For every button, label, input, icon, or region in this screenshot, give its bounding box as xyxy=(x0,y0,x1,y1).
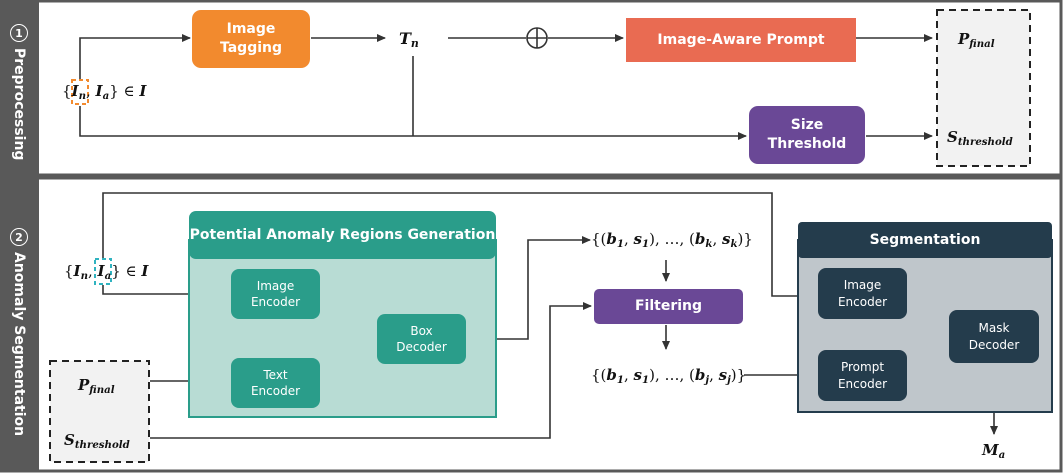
edge-sthreshold-to-filtering xyxy=(150,302,592,439)
seg-image-encoder-label: Image Encoder xyxy=(837,278,888,309)
image-tagging-box xyxy=(192,10,310,68)
s-threshold-segmentation: Sthreshold xyxy=(64,431,130,451)
section-number-2: 2 xyxy=(10,228,28,246)
preprocessing-bar xyxy=(1,1,39,175)
mask-decoder-label: Mask Decoder xyxy=(968,321,1020,352)
edge-box-decoder-to-boxes-k xyxy=(467,236,591,340)
tn-label: Tn xyxy=(399,29,419,51)
box-decoder-box xyxy=(377,314,466,364)
image-encoder-box xyxy=(231,269,320,319)
boxes-k-label: {(b1, s1), …, (bk, sk)} xyxy=(591,230,753,250)
oplus-icon xyxy=(526,27,548,49)
input-set-segmentation: {In, Ia} ∈ I xyxy=(64,262,149,282)
size-threshold-box xyxy=(749,106,865,164)
boxes-j-label: {(b1, s1), …, (bj, sj)} xyxy=(591,366,747,386)
anomaly-segmentation-label: Anomaly Segmentation xyxy=(11,252,27,437)
preprocessing-label: Preprocessing xyxy=(11,48,27,161)
filtering-label: Filtering xyxy=(634,298,703,315)
edge-input-to-tagging xyxy=(79,34,191,80)
edge-input-to-size-threshold xyxy=(79,106,747,140)
box-decoder-label: Box Decoder xyxy=(396,323,447,354)
input-set-preprocessing: {In, Ia} ∈ I xyxy=(62,82,147,102)
image-aware-prompt-box xyxy=(626,18,856,62)
In-highlight-box xyxy=(71,79,89,105)
section-number-1: 1 xyxy=(10,24,28,42)
text-encoder-box xyxy=(231,358,320,408)
parg-header xyxy=(189,211,496,259)
mask-decoder-box xyxy=(949,310,1039,363)
parg-title: Potential Anomaly Regions Generation xyxy=(189,226,496,243)
edge-ia-to-seg-image-encoder xyxy=(102,192,815,300)
text-encoder-label: Text Encoder xyxy=(250,367,301,398)
p-final-segmentation: Pfinal xyxy=(78,376,115,396)
preprocessing-output-box xyxy=(936,9,1031,167)
preprocessing-section-label: 1 Preprocessing xyxy=(10,24,28,160)
preprocessing-panel xyxy=(0,0,1063,177)
anomaly-segmentation-bar xyxy=(1,178,39,471)
segmentation-title: Segmentation xyxy=(869,231,981,248)
Ia-highlight-box xyxy=(94,258,112,285)
image-aware-prompt-label: Image-Aware Prompt xyxy=(657,31,825,48)
anomaly-segmentation-section-label: 2 Anomaly Segmentation xyxy=(10,228,28,436)
edge-ia-to-image-encoder xyxy=(102,285,229,298)
prompt-encoder-label: Prompt Encoder xyxy=(837,360,888,391)
s-threshold-preprocessing: Sthreshold xyxy=(947,128,1013,148)
seg-image-encoder-box xyxy=(818,268,907,319)
image-tagging-label: Image Tagging xyxy=(219,21,283,56)
prompt-encoder-box xyxy=(818,350,907,401)
size-threshold-label: Size Threshold xyxy=(767,117,847,152)
ma-label: Ma xyxy=(982,441,1006,461)
filtering-box xyxy=(594,289,743,324)
segmentation-header xyxy=(798,222,1052,258)
image-encoder-label: Image Encoder xyxy=(250,278,301,309)
segmentation-input-box xyxy=(49,360,150,463)
p-final-preprocessing: Pfinal xyxy=(958,30,995,50)
